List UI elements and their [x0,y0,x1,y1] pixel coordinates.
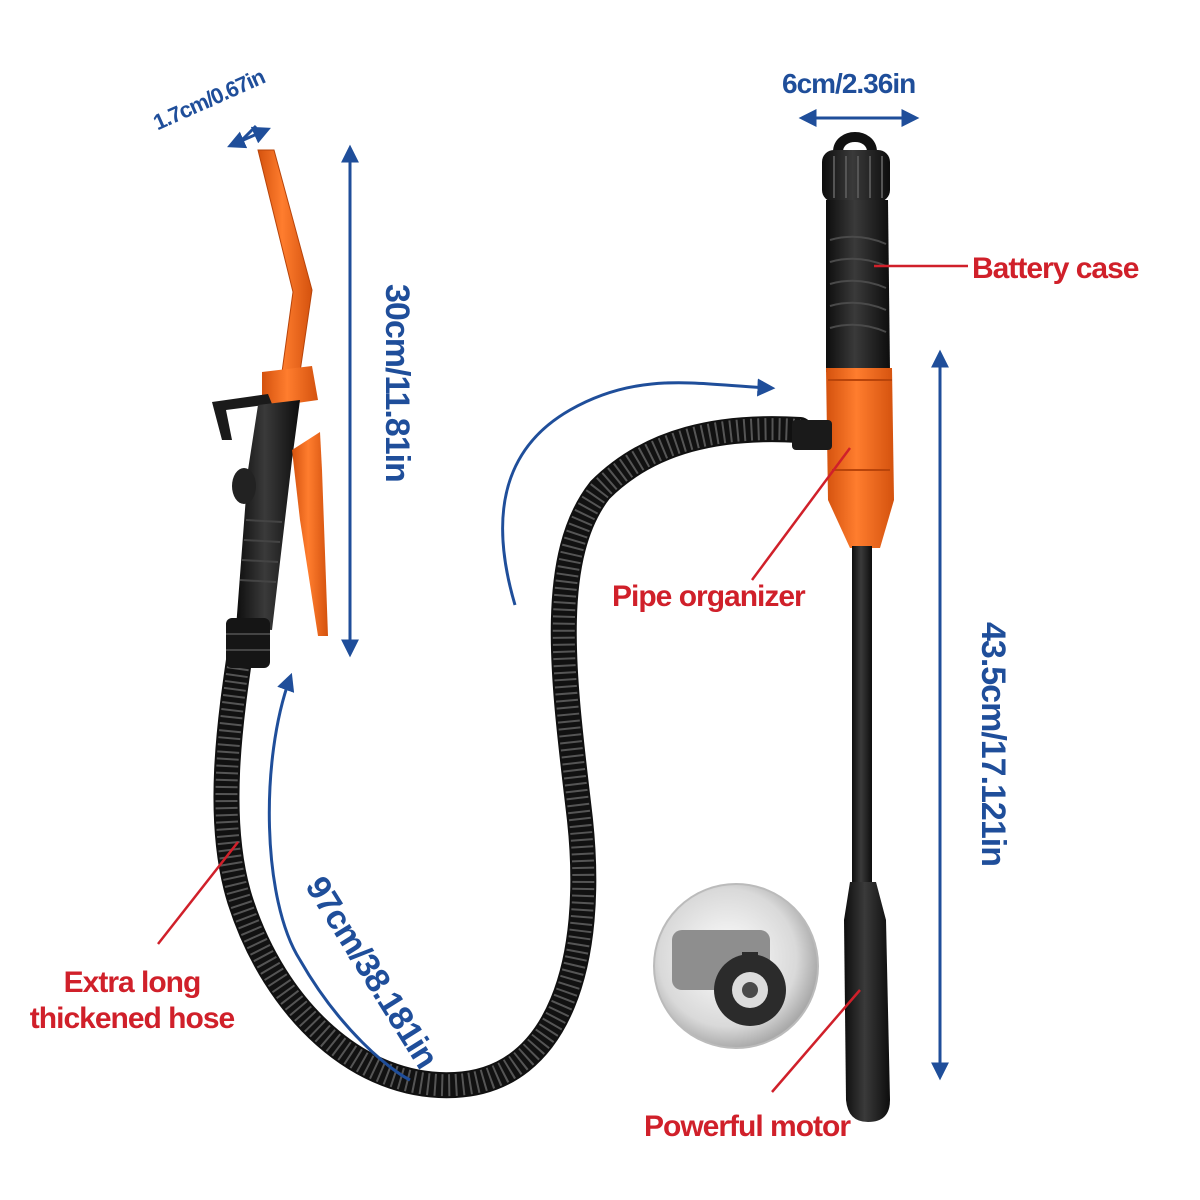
dimension-arrows [227,109,949,1082]
callout-leaders [157,264,968,1093]
motor-inset [653,883,819,1049]
nozzle-handle [236,400,300,630]
pipe-organizer-callout: Pipe organizer [612,580,806,613]
battery-case-callout: Battery case [972,252,1139,285]
top-width-label: 6cm/2.36in [782,68,916,99]
hose-callout-line2: thickened hose [29,1002,235,1035]
hose [213,416,813,1099]
motor-callout: Powerful motor [644,1110,851,1143]
pump-body [792,132,894,1122]
pump-length-label: 43.5cm/17.121in [974,622,1012,866]
motor-housing [844,882,890,1122]
pipe-organizer [826,368,894,548]
hose-callout: Extra long thickened hose [18,966,246,1036]
hose-callout-line1: Extra long [63,966,202,999]
nozzle-spout [257,149,313,373]
nozzle-length-label: 30cm/11.81in [378,284,416,482]
battery-case [826,200,890,372]
trigger-lever [292,432,328,636]
nozzle-assembly [212,149,328,668]
suction-tube [852,546,872,886]
